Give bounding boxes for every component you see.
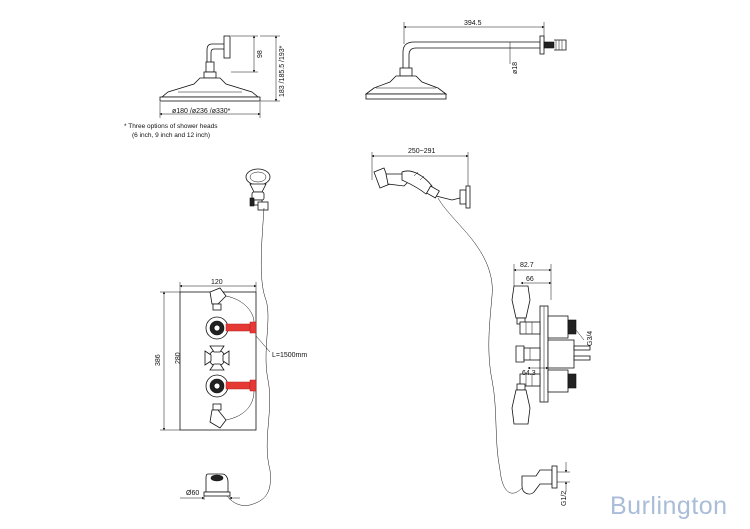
- valve-height-dim: 386: [155, 354, 162, 366]
- shower-head-note-line1: * Three options of shower heads: [124, 123, 218, 130]
- bracket-height-dim: 98: [257, 50, 264, 58]
- handset-front-view: [221, 168, 271, 506]
- shower-head-note-line2: (6 inch, 9 inch and 12 inch): [132, 132, 210, 139]
- depth-plate-dim: 66: [526, 276, 534, 283]
- depth-total-dim: 82.7: [520, 262, 534, 269]
- depth-min-dim: 64.3: [522, 370, 536, 377]
- hose-length-dim: L=1500mm: [272, 352, 307, 359]
- shower-head-front-view: 98 183 /185.5 /193* ø180 /ø236 /ø330* * …: [124, 35, 286, 139]
- brand-logo: Burlington: [610, 492, 728, 520]
- outlet-thread-dim: G1/2: [561, 491, 568, 506]
- head-heights-dim: 183 /185.5 /193*: [279, 45, 286, 97]
- valve-inner-height-dim: 280: [175, 352, 182, 364]
- arm-diameter-dim: ø18: [512, 62, 519, 74]
- handset-side-view: 250~291: [371, 148, 523, 494]
- valve-side-view: 82.7 66 64.3 G3/4: [511, 262, 594, 425]
- valve-front-view: 120 386 280: [155, 279, 307, 431]
- wall-outlet-side-view: G1/2: [521, 462, 570, 506]
- handset-reach-dim: 250~291: [408, 148, 436, 155]
- head-diameters-dim: ø180 /ø236 /ø330*: [172, 108, 231, 115]
- wall-outlet-front-view: Ø60: [180, 473, 240, 500]
- inlet-thread-dim: G3/4: [587, 331, 594, 346]
- shower-head-side-view: 394.5 ø18: [364, 20, 567, 100]
- outlet-diameter-dim: Ø60: [186, 490, 199, 497]
- arm-length-dim: 394.5: [464, 20, 482, 27]
- valve-width-dim: 120: [211, 279, 223, 286]
